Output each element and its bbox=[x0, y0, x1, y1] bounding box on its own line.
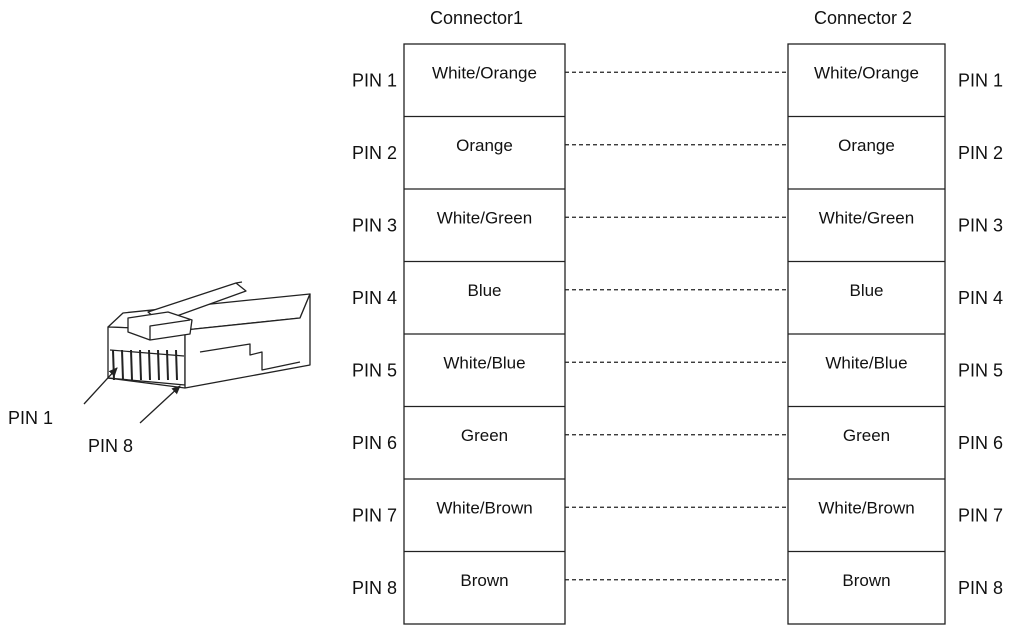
plug-side-notch bbox=[199, 343, 301, 371]
plug-contact-slot bbox=[112, 349, 115, 381]
plug-pin1-label: PIN 1 bbox=[8, 408, 53, 428]
pin1-callout-arrow bbox=[83, 367, 118, 405]
plug-contacts bbox=[109, 349, 185, 381]
connector1-wire-label: Green bbox=[461, 426, 508, 445]
connector2-title: Connector 2 bbox=[814, 8, 912, 28]
connector2-wire-label: White/Brown bbox=[818, 498, 914, 517]
connector2-wire-label: Blue bbox=[849, 281, 883, 300]
plug-side-face bbox=[184, 293, 311, 389]
connector1-pin-label: PIN 7 bbox=[352, 505, 397, 525]
connector1-wire-label: White/Brown bbox=[436, 498, 532, 517]
connector1-wire-label: White/Green bbox=[437, 208, 532, 227]
wire-links bbox=[565, 71, 788, 581]
plug-contact-slot bbox=[148, 349, 151, 381]
connector1-pin-label: PIN 3 bbox=[352, 215, 397, 235]
connector2-pin-label: PIN 8 bbox=[958, 578, 1003, 598]
plug-contact-slot bbox=[121, 349, 124, 381]
connector1-title: Connector1 bbox=[430, 8, 523, 28]
plug-pin8-label: PIN 8 bbox=[88, 436, 133, 456]
connector1-pin-label: PIN 6 bbox=[352, 433, 397, 453]
connector2-pin-label: PIN 1 bbox=[958, 70, 1003, 90]
connector1-pin-label: PIN 4 bbox=[352, 288, 397, 308]
plug-latch-clip bbox=[127, 311, 193, 341]
connector2-pin-label: PIN 6 bbox=[958, 433, 1003, 453]
connector2-wire-label: Green bbox=[843, 426, 890, 445]
connector2-wire-label: White/Orange bbox=[814, 63, 919, 82]
connector2-pin-label: PIN 5 bbox=[958, 360, 1003, 380]
connector2-pin-label: PIN 3 bbox=[958, 215, 1003, 235]
connector1-pin-label: PIN 5 bbox=[352, 360, 397, 380]
connector2-wire-label: White/Green bbox=[819, 208, 914, 227]
plug-contact-edge bbox=[109, 349, 185, 357]
plug-contact-slot bbox=[139, 349, 142, 381]
plug-contact-slot bbox=[157, 349, 160, 381]
pin8-callout-arrow bbox=[139, 385, 181, 424]
connector2-pin-label: PIN 4 bbox=[958, 288, 1003, 308]
connector1-pin-label: PIN 1 bbox=[352, 70, 397, 90]
rj45-plug-icon bbox=[107, 281, 311, 389]
connector1-wire-label: Orange bbox=[456, 136, 513, 155]
connector1-wire-label: Brown bbox=[460, 571, 508, 590]
plug-contact-slot bbox=[130, 349, 133, 381]
connector2-wire-label: Orange bbox=[838, 136, 895, 155]
connector1-pin-label: PIN 8 bbox=[352, 578, 397, 598]
plug-contact-slot bbox=[175, 349, 178, 381]
connector1-wire-label: Blue bbox=[467, 281, 501, 300]
connector2-pin-label: PIN 2 bbox=[958, 143, 1003, 163]
connector2-wire-label: White/Blue bbox=[825, 353, 907, 372]
connector2-pin-label: PIN 7 bbox=[958, 505, 1003, 525]
connector1-pin-label: PIN 2 bbox=[352, 143, 397, 163]
connector2-wire-label: Brown bbox=[842, 571, 890, 590]
connector1-wire-label: White/Blue bbox=[443, 353, 525, 372]
connector1-wire-label: White/Orange bbox=[432, 63, 537, 82]
